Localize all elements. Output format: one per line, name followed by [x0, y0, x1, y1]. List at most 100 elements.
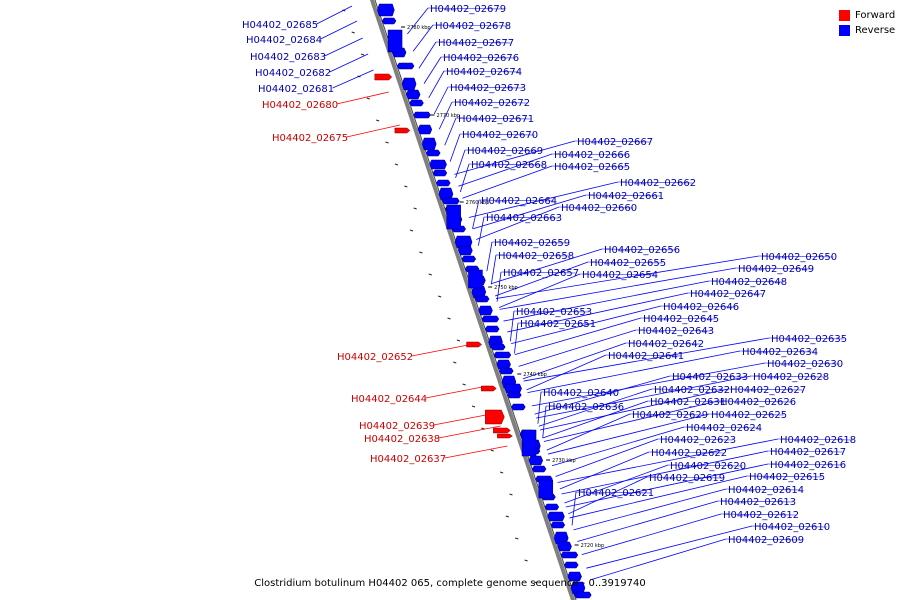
reverse-gene-label[interactable]: H04402_02682 — [255, 68, 331, 79]
label-underline — [764, 362, 840, 365]
reverse-gene-label[interactable]: H04402_02641 — [608, 351, 684, 362]
reverse-gene-label[interactable]: H04402_02613 — [720, 497, 796, 508]
reverse-gene-label[interactable]: H04402_02670 — [462, 130, 538, 141]
reverse-gene-label[interactable]: H04402_02636 — [548, 402, 624, 413]
reverse-gene-label[interactable]: H04402_02671 — [458, 114, 534, 125]
forward-gene-label[interactable]: H04402_02639 — [359, 421, 435, 432]
legend: Forward Reverse — [839, 8, 895, 38]
forward-gene-label[interactable]: H04402_02680 — [262, 100, 338, 111]
reverse-gene-label[interactable]: H04402_02629 — [632, 410, 708, 421]
reverse-gene-label[interactable]: H04402_02681 — [258, 84, 334, 95]
reverse-gene-label[interactable]: H04402_02648 — [711, 277, 787, 288]
leader-line — [438, 101, 453, 130]
reverse-gene-label[interactable]: H04402_02651 — [520, 319, 596, 330]
backbone-edge — [374, 0, 577, 600]
reverse-gene-block — [425, 149, 441, 157]
reverse-gene-label[interactable]: H04402_02659 — [494, 238, 570, 249]
reverse-gene-label[interactable]: H04402_02643 — [638, 326, 714, 337]
forward-gene-label[interactable]: H04402_02652 — [337, 352, 413, 363]
reverse-gene-label[interactable]: H04402_02626 — [720, 397, 796, 408]
label-underline — [751, 525, 827, 528]
reverse-gene-label[interactable]: H04402_02685 — [242, 20, 318, 31]
reverse-gene-label[interactable]: H04402_02676 — [443, 53, 519, 64]
reverse-gene-label[interactable]: H04402_02621 — [578, 488, 654, 499]
reverse-gene-block — [544, 503, 560, 511]
reverse-gene-label[interactable]: H04402_02612 — [723, 510, 799, 521]
reverse-gene-label[interactable]: H04402_02615 — [749, 472, 825, 483]
forward-gene-label[interactable]: H04402_02644 — [351, 394, 427, 405]
reverse-gene-label[interactable]: H04402_02622 — [651, 448, 727, 459]
reverse-gene-label[interactable]: H04402_02623 — [660, 435, 736, 446]
reverse-gene-label[interactable]: H04402_02631 — [650, 397, 726, 408]
reverse-gene-label[interactable]: H04402_02668 — [471, 160, 547, 171]
label-underline — [587, 261, 663, 264]
label-underline — [435, 41, 511, 44]
forward-gene-label[interactable]: H04402_02638 — [364, 434, 440, 445]
reverse-gene-label[interactable]: H04402_02635 — [771, 334, 847, 345]
reverse-gene-label[interactable]: H04402_02666 — [554, 150, 630, 161]
forward-gene-label[interactable]: H04402_02637 — [370, 454, 446, 465]
reverse-gene-label[interactable]: H04402_02632 — [654, 385, 730, 396]
map-title: Clostridium botulinum H04402 065, comple… — [254, 578, 646, 589]
reverse-gene-label[interactable]: H04402_02667 — [577, 137, 653, 148]
reverse-gene-label[interactable]: H04402_02618 — [780, 435, 856, 446]
reverse-gene-label[interactable]: H04402_02653 — [516, 307, 592, 318]
minor-feature-mark — [453, 361, 457, 364]
reverse-gene-label[interactable]: H04402_02609 — [728, 535, 804, 546]
reverse-gene-label[interactable]: H04402_02658 — [498, 251, 574, 262]
reverse-gene-label[interactable]: H04402_02640 — [543, 388, 619, 399]
reverse-gene-label[interactable]: H04402_02665 — [554, 162, 630, 173]
reverse-gene-label[interactable]: H04402_02664 — [481, 196, 557, 207]
reverse-gene-label[interactable]: H04402_02634 — [742, 347, 818, 358]
reverse-gene-label[interactable]: H04402_02619 — [649, 473, 725, 484]
label-underline — [625, 342, 701, 345]
reverse-gene-label[interactable]: H04402_02627 — [730, 385, 806, 396]
forward-gene-label[interactable]: H04402_02675 — [272, 133, 348, 144]
leader-line — [324, 37, 363, 57]
reverse-gene-label[interactable]: H04402_02656 — [604, 245, 680, 256]
reverse-gene-label[interactable]: H04402_02628 — [753, 372, 829, 383]
reverse-gene-label[interactable]: H04402_02683 — [250, 52, 326, 63]
reverse-gene-label[interactable]: H04402_02617 — [770, 447, 846, 458]
reverse-gene-label[interactable]: H04402_02672 — [454, 98, 530, 109]
reverse-gene-label[interactable]: H04402_02646 — [663, 302, 739, 313]
reverse-gene-label[interactable]: H04402_02624 — [686, 423, 762, 434]
leader-line — [542, 400, 649, 439]
reverse-gene-label[interactable]: H04402_02673 — [450, 83, 526, 94]
reverse-gene-label[interactable]: H04402_02633 — [672, 372, 748, 383]
reverse-gene-label[interactable]: H04402_02678 — [435, 21, 511, 32]
reverse-gene-label[interactable]: H04402_02650 — [761, 252, 837, 263]
reverse-gene-label[interactable]: H04402_02630 — [767, 359, 843, 370]
reverse-gene-label[interactable]: H04402_02669 — [467, 146, 543, 157]
reverse-gene-label[interactable]: H04402_02660 — [561, 203, 637, 214]
reverse-gene-label[interactable]: H04402_02654 — [582, 270, 658, 281]
leader-line — [565, 463, 769, 508]
reverse-swatch — [839, 25, 850, 36]
reverse-gene-label[interactable]: H04402_02684 — [246, 35, 322, 46]
reverse-gene-label[interactable]: H04402_02657 — [503, 268, 579, 279]
reverse-gene-label[interactable]: H04402_02610 — [754, 522, 830, 533]
reverse-gene-label[interactable]: H04402_02620 — [670, 461, 746, 472]
reverse-gene-label[interactable]: H04402_02677 — [438, 38, 514, 49]
leader-line — [495, 261, 589, 297]
minor-feature-mark — [428, 273, 432, 276]
reverse-gene-label[interactable]: H04402_02645 — [643, 314, 719, 325]
reverse-gene-label[interactable]: H04402_02655 — [590, 258, 666, 269]
reverse-gene-label[interactable]: H04402_02663 — [486, 213, 562, 224]
reverse-gene-label[interactable]: H04402_02614 — [728, 485, 804, 496]
reverse-gene-label[interactable]: H04402_02679 — [430, 4, 506, 15]
reverse-gene-label[interactable]: H04402_02661 — [588, 191, 664, 202]
reverse-gene-label[interactable]: H04402_02662 — [620, 178, 696, 189]
reverse-gene-label[interactable]: H04402_02649 — [738, 264, 814, 275]
reverse-gene-label[interactable]: H04402_02647 — [690, 289, 766, 300]
reverse-gene-block — [498, 367, 514, 375]
reverse-gene-label[interactable]: H04402_02625 — [711, 410, 787, 421]
reverse-gene-label[interactable]: H04402_02642 — [628, 339, 704, 350]
label-underline — [739, 350, 815, 353]
label-underline — [768, 337, 844, 340]
reverse-gene-label[interactable]: H04402_02674 — [446, 67, 522, 78]
reverse-gene-block — [563, 561, 579, 569]
tick-label: 2770 kbp — [437, 113, 461, 119]
reverse-gene-label[interactable]: H04402_02616 — [770, 460, 846, 471]
label-underline — [459, 133, 535, 136]
